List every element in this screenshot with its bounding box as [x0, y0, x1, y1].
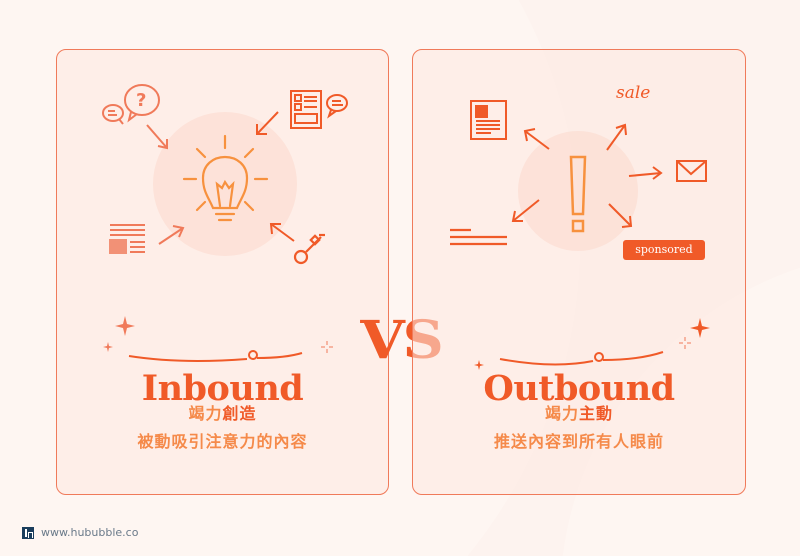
flyer-icon	[470, 100, 507, 140]
sale-label: sale	[616, 83, 651, 103]
inbound-title: Inbound	[141, 368, 304, 409]
outbound-tagline-line1: 竭力主動	[413, 400, 745, 424]
outbound-card: sale sponsored Outbound 竭力主動 推送內容到所有人眼前	[412, 49, 746, 495]
envelope-icon	[676, 160, 707, 182]
hububble-logo-icon	[22, 526, 34, 539]
underline-swoosh	[128, 355, 248, 362]
outbound-title: Outbound	[483, 368, 675, 409]
inbound-tagline-line1: 竭力創造	[57, 400, 388, 424]
tagline-highlight: 創造	[222, 404, 257, 423]
tagline-prefix: 竭力	[544, 404, 579, 423]
inbound-tagline-line2: 被動吸引注意力的內容	[137, 432, 308, 451]
text-lines-icon	[450, 228, 507, 246]
lightbulb-icon	[182, 134, 269, 222]
exclamation-icon	[569, 155, 587, 233]
key-icon	[293, 233, 325, 265]
outbound-tagline-line2: 推送內容到所有人眼前	[493, 432, 664, 451]
inbound-card: ?	[56, 49, 389, 495]
inbound-illustration: ?	[102, 84, 348, 265]
footer: www.hububble.co	[22, 526, 138, 539]
svg-text:?: ?	[136, 90, 146, 111]
sparkle-icon	[679, 337, 691, 349]
outbound-illustration	[450, 100, 707, 251]
website-link[interactable]: www.hububble.co	[41, 526, 139, 539]
outbound-sparkles	[474, 318, 710, 370]
sparkle-icon	[690, 318, 710, 338]
sparkle-icon	[103, 342, 113, 352]
document-icon	[290, 90, 348, 129]
sponsored-badge: sponsored	[623, 240, 705, 260]
speech-bubbles-icon: ?	[102, 84, 160, 125]
sparkle-icon	[115, 316, 135, 336]
newspaper-icon	[109, 224, 145, 254]
inbound-sparkles	[103, 316, 333, 362]
tagline-prefix: 竭力	[188, 404, 223, 423]
tagline-highlight: 主動	[579, 404, 614, 423]
sparkle-icon	[474, 360, 484, 370]
sparkle-icon	[321, 341, 333, 353]
underline-swoosh	[499, 358, 594, 366]
